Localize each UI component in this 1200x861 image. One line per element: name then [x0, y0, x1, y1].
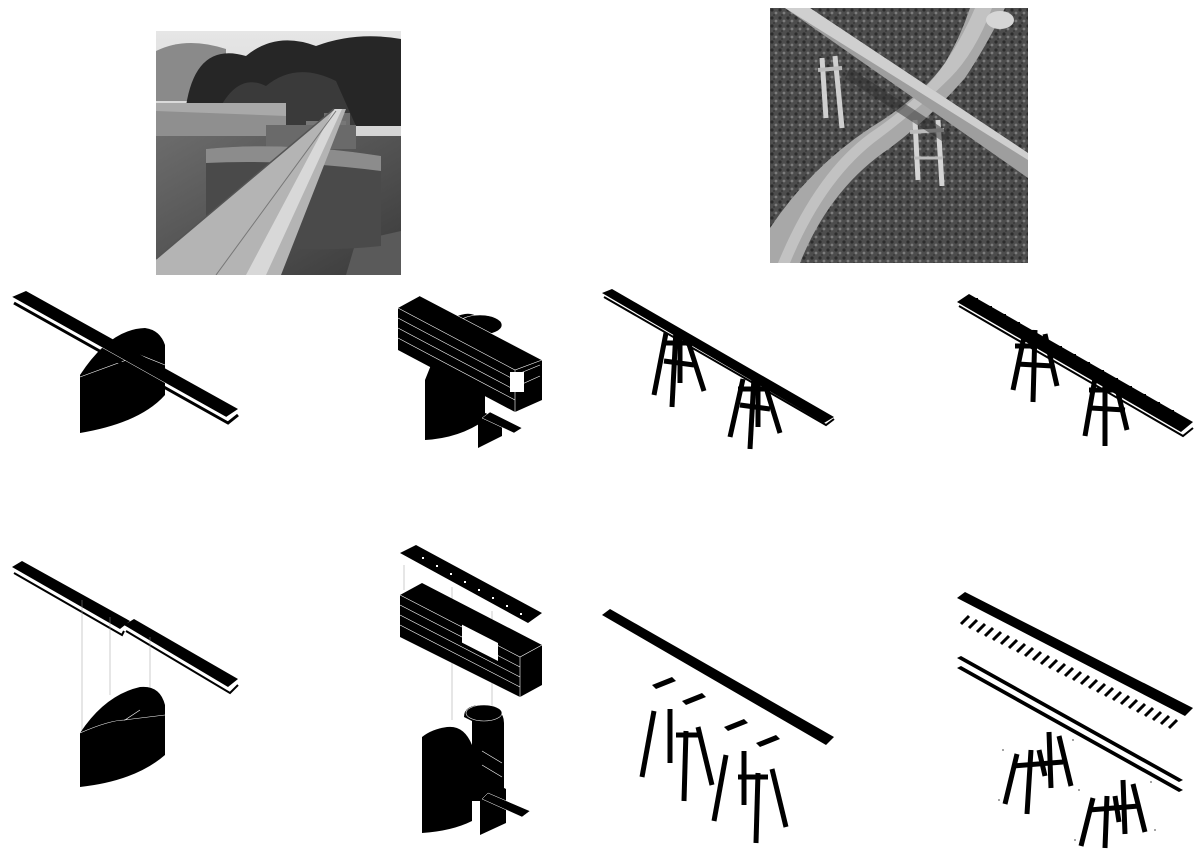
trestle-bridge-with-railing-exploded — [955, 590, 1195, 850]
trestle-bridge-axonometric — [598, 285, 838, 455]
trestle-exploded-drawing — [602, 609, 834, 844]
enclosure-bridge-drawing — [397, 295, 543, 448]
stone-pier-bridge-exploded — [0, 555, 250, 795]
deck-piece-2 — [124, 619, 238, 687]
roof-slab — [400, 545, 542, 623]
exploded-stone-pier — [80, 686, 165, 787]
deck-piece-1 — [12, 561, 130, 629]
timber-trestle-footbridge-photo — [770, 8, 1028, 263]
railing-exploded-trestle-1 — [1002, 731, 1074, 815]
exploded-trestle-deck — [602, 609, 834, 745]
stone-pier-photo-drawing — [156, 31, 401, 275]
enclosure-exploded-drawing — [399, 545, 543, 835]
railing-exploded-trestle-2 — [1078, 779, 1148, 849]
exploded-legs-1 — [639, 709, 715, 802]
lower-pier-half — [422, 726, 472, 833]
stone-pier-bridge-axonometric — [0, 285, 250, 445]
stone-pier — [80, 328, 165, 433]
trestle-deck — [602, 289, 834, 423]
exploded-legs-2 — [711, 751, 789, 844]
trestle-bridge-drawing — [602, 289, 835, 450]
trestle-legs-b — [727, 376, 783, 450]
stone-pier-footbridge-photo — [156, 31, 401, 275]
rail-1 — [957, 656, 1183, 782]
railing-bridge-drawing — [957, 294, 1194, 446]
stone-pier-bridge-with-enclosure-axonometric — [390, 290, 550, 455]
box-enclosure — [398, 296, 542, 412]
lower-pier-cylinder — [464, 705, 504, 801]
stone-pier-bridge-with-enclosure-exploded — [392, 545, 552, 845]
railing-exploded-drawing — [957, 592, 1193, 849]
trestle-legs-a — [651, 328, 707, 408]
stone-pier-bridge-drawing — [11, 291, 239, 433]
cap-beams — [652, 677, 780, 747]
top-deck-board — [957, 592, 1193, 716]
rail-2 — [957, 666, 1183, 792]
railing-bridge-deck — [957, 294, 1193, 432]
bridge-deck — [12, 291, 238, 417]
trestle-bridge-exploded — [598, 605, 838, 845]
trestle-bridge-with-railing-axonometric — [955, 290, 1195, 450]
trestle-photo-drawing — [770, 8, 1028, 263]
stone-pier-exploded-drawing — [12, 561, 239, 787]
deck-slats — [959, 614, 1179, 730]
